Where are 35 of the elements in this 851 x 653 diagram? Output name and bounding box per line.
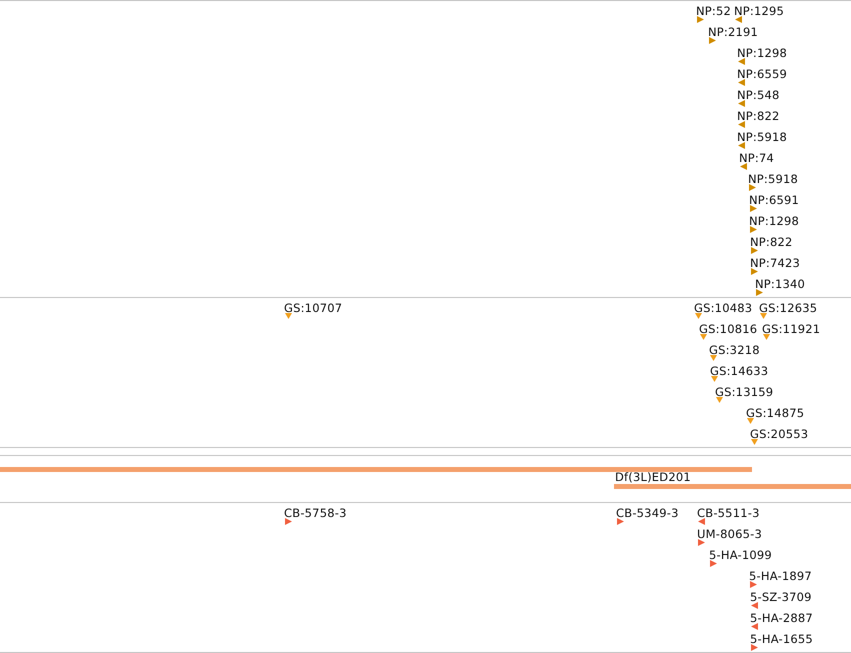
feature-label: NP:52 (696, 5, 732, 18)
feature-label: NP:6591 (749, 194, 800, 207)
feature-label: GS:10816 (699, 323, 758, 336)
feature-label: GS:20553 (750, 428, 808, 441)
feature-label: NP:1298 (749, 215, 800, 228)
feature-label: 5-HA-2887 (750, 612, 813, 625)
feature-label: NP:2191 (708, 26, 758, 39)
feature-label: 5-SZ-3709 (750, 591, 812, 604)
feature-label: NP:5918 (737, 131, 788, 144)
feature-label: CB-5758-3 (284, 507, 347, 520)
feature-label: 5-HA-1897 (749, 570, 812, 583)
feature-label: CB-5349-3 (616, 507, 679, 520)
feature-label: NP:822 (737, 110, 780, 123)
feature-label: 5-HA-1655 (750, 633, 813, 646)
feature-label: NP:1295 (734, 5, 784, 18)
feature-label: GS:14633 (710, 365, 768, 378)
feature-label: NP:6559 (737, 68, 788, 81)
feature-label: GS:11921 (762, 323, 820, 336)
deletion-label: Df(3L)ED201 (615, 471, 691, 484)
feature-label: GS:14875 (746, 407, 804, 420)
feature-label: GS:10483 (694, 302, 752, 315)
feature-label: NP:1298 (737, 47, 788, 60)
feature-label: NP:548 (737, 89, 780, 102)
feature-label: NP:74 (739, 152, 774, 165)
feature-label: GS:12635 (759, 302, 818, 315)
feature-label: NP:7423 (750, 257, 800, 270)
feature-label: CB-5511-3 (697, 507, 760, 520)
feature-label: 5-HA-1099 (709, 549, 772, 562)
feature-label: GS:10707 (284, 302, 342, 315)
feature-label: NP:5918 (748, 173, 798, 186)
feature-label: UM-8065-3 (697, 528, 762, 541)
feature-label: NP:822 (750, 236, 793, 249)
feature-label: GS:3218 (709, 344, 760, 357)
feature-label: GS:13159 (715, 386, 774, 399)
feature-label: NP:1340 (755, 278, 806, 291)
